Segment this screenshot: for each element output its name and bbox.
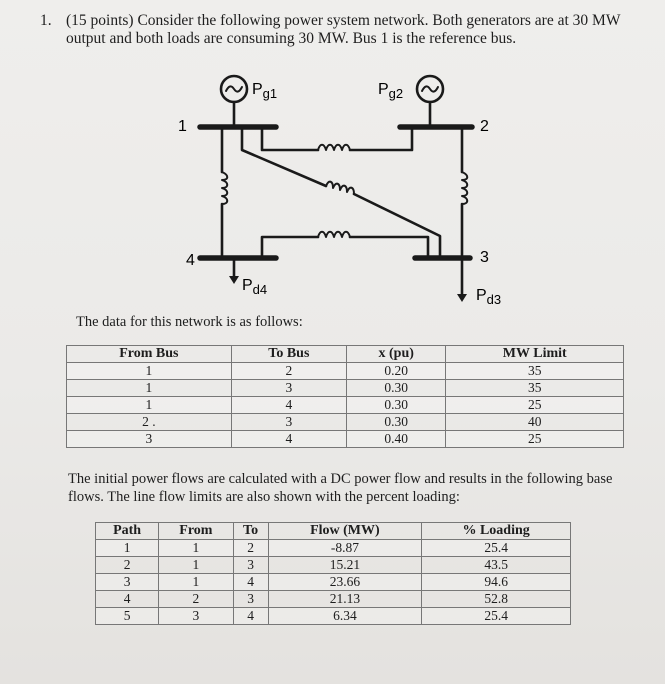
column-header: To Bus <box>230 345 347 363</box>
cell: 1 <box>158 573 234 591</box>
cell: 2 <box>232 539 269 557</box>
cell: 35 <box>445 362 624 380</box>
cell: 3 <box>230 379 347 397</box>
load-3-arrow-icon <box>457 294 467 302</box>
cell: 4 <box>230 396 347 414</box>
column-header: % Loading <box>421 522 571 540</box>
inductor-1-4-icon <box>221 171 229 205</box>
load-4-arrow-icon <box>229 276 239 284</box>
cell: 4 <box>232 607 269 625</box>
cell: 25.4 <box>421 539 571 557</box>
cell: -8.87 <box>267 539 423 557</box>
inductor-1-3-icon <box>325 180 355 195</box>
cell: 1 <box>158 539 234 557</box>
inductor-1-2-icon <box>317 143 351 151</box>
cell: 5 <box>94 607 160 625</box>
cell: 52.8 <box>421 590 571 608</box>
table-row: 2 1 3 15.21 43.5 <box>94 556 571 574</box>
cell: 2 <box>158 590 234 608</box>
cell: 35 <box>445 379 624 397</box>
table-row: 4 2 3 21.13 52.8 <box>94 590 571 608</box>
cell: 23.66 <box>267 573 423 591</box>
bus-2-label: 2 <box>480 118 489 135</box>
cell: 4 <box>94 590 160 608</box>
cell: 4 <box>230 430 347 448</box>
column-header: From <box>158 522 234 540</box>
table-row: 5 3 4 6.34 25.4 <box>94 607 571 625</box>
flows-intro-text: The initial power flows are calculated w… <box>68 471 613 505</box>
cell: 1 <box>66 396 232 414</box>
cell: 3 <box>232 556 269 574</box>
cell: 2 <box>230 362 347 380</box>
cell: 0.40 <box>345 430 447 448</box>
data-intro-text: The data for this network is as follows: <box>76 314 303 330</box>
cell: 1 <box>66 362 232 380</box>
question-text: (15 points) Consider the following power… <box>66 12 621 47</box>
bus-3-label: 3 <box>480 249 489 266</box>
cell: 3 <box>158 607 234 625</box>
table-row: 1 3 0.30 35 <box>66 379 624 397</box>
inductor-3-4-icon <box>317 230 351 238</box>
load4-label: Pd4 <box>242 277 267 297</box>
gen1-label: Pg1 <box>252 81 277 101</box>
cell: 2 <box>94 556 160 574</box>
cell: 94.6 <box>421 573 571 591</box>
cell: 3 <box>94 573 160 591</box>
cell: 40 <box>445 413 624 431</box>
table-row: 2 . 3 0.30 40 <box>66 413 624 431</box>
table-row: 1 4 0.30 25 <box>66 396 624 414</box>
table-row: 3 1 4 23.66 94.6 <box>94 573 571 591</box>
cell: 0.30 <box>345 396 447 414</box>
cell: 1 <box>158 556 234 574</box>
table-row: 3 4 0.40 25 <box>66 430 624 448</box>
cell: 3 <box>230 413 347 431</box>
question-number: 1. <box>40 12 52 29</box>
base-flow-table: Path From To Flow (MW) % Loading 1 1 2 -… <box>94 522 571 625</box>
column-header: MW Limit <box>445 345 624 363</box>
cell: 43.5 <box>421 556 571 574</box>
column-header: To <box>232 522 269 540</box>
table-row: 1 2 0.20 35 <box>66 362 624 380</box>
cell: 6.34 <box>267 607 423 625</box>
cell: 1 <box>66 379 232 397</box>
cell: 3 <box>232 590 269 608</box>
bus-4-label: 4 <box>186 252 195 269</box>
cell: 1 <box>94 539 160 557</box>
cell: 25 <box>445 430 624 448</box>
cell: 0.30 <box>345 413 447 431</box>
bus-1-label: 1 <box>178 118 187 135</box>
inductor-2-3-icon <box>461 171 469 205</box>
cell: 0.20 <box>345 362 447 380</box>
cell: 0.30 <box>345 379 447 397</box>
cell: 3 <box>66 430 232 448</box>
load3-label: Pd3 <box>476 287 501 307</box>
cell: 25 <box>445 396 624 414</box>
column-header: Flow (MW) <box>267 522 423 540</box>
cell: 21.13 <box>267 590 423 608</box>
cell: 4 <box>232 573 269 591</box>
column-header: Path <box>94 522 160 540</box>
gen2-label: Pg2 <box>378 81 403 101</box>
column-header: x (pu) <box>345 345 447 363</box>
column-header: From Bus <box>66 345 232 363</box>
cell: 25.4 <box>421 607 571 625</box>
line-data-table: From Bus To Bus x (pu) MW Limit 1 2 0.20… <box>66 345 624 448</box>
cell: 2 . <box>66 413 232 431</box>
cell: 15.21 <box>267 556 423 574</box>
table-row: 1 1 2 -8.87 25.4 <box>94 539 571 557</box>
